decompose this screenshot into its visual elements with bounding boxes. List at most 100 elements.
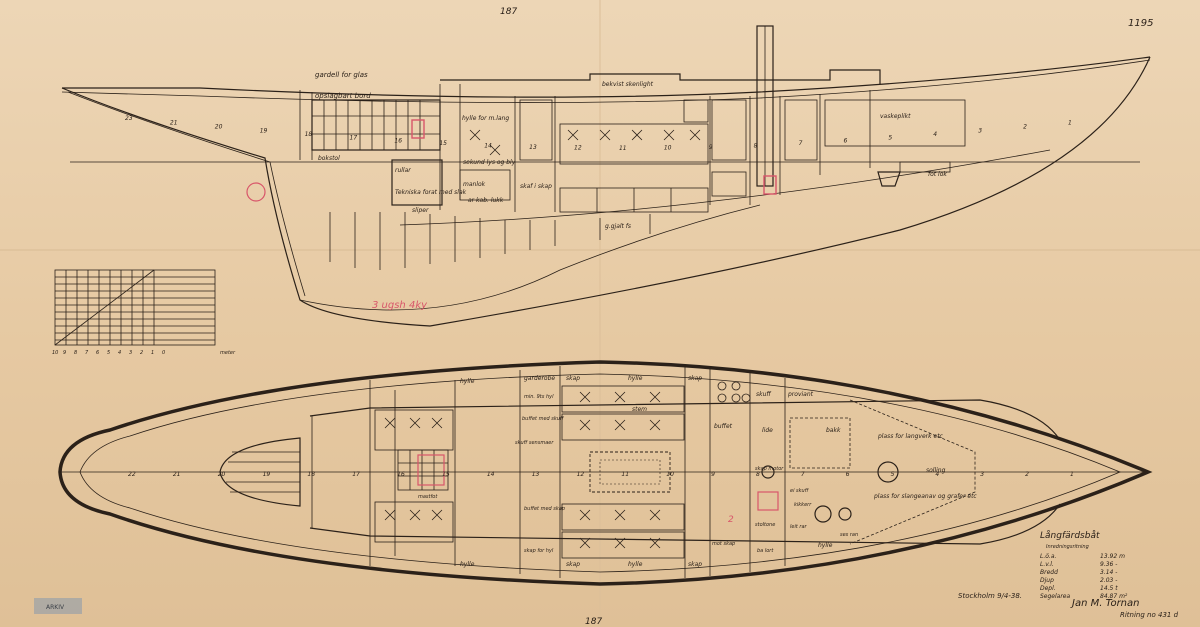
label-stoltone: stoltone: [755, 522, 775, 528]
profile-station-number: 1: [1068, 119, 1072, 126]
stbd-settee-a: [561, 503, 685, 531]
red-note: 3 ugsh 4ky: [372, 300, 428, 311]
scale-tick: 2: [140, 350, 143, 356]
scale-tick: 5: [107, 350, 110, 356]
profile-station-number: 4: [933, 131, 937, 138]
locker-a: [519, 99, 553, 161]
profile-station-number: 2: [1023, 123, 1027, 130]
plan-station-number: 11: [621, 471, 629, 478]
winch-wheels: [761, 461, 899, 523]
plan-station-number: 12: [577, 471, 585, 478]
port-settee-a: [561, 385, 685, 413]
scale-tick: 8: [74, 350, 77, 356]
label-hylle5: hylle: [818, 542, 833, 549]
label-skap-motor: skap motor: [755, 466, 784, 472]
label-bakk: bakk: [826, 427, 841, 434]
scale-tick: 7: [85, 350, 89, 356]
engine-block: [459, 169, 511, 201]
profile-station-number: 13: [529, 144, 537, 151]
cabin-side-port: [309, 399, 1061, 441]
label-min-hyl: min. 9ts hyl: [524, 394, 554, 400]
label-skap2: skap: [688, 375, 702, 382]
label-ar-kab: ar kab. lukk: [468, 197, 504, 204]
place-date: Stockholm 9/4-38.: [958, 592, 1022, 600]
top-number: 187: [500, 7, 517, 17]
scale-tick-labels: 10 9 8 7 6 5 4 3 2 1 0: [52, 350, 165, 356]
plan-station-number: 6: [846, 471, 850, 478]
plan-station-number: 9: [711, 471, 715, 478]
spec-value: 3.14 -: [1100, 569, 1117, 576]
scale-horizontals: [55, 276, 215, 341]
plan-station-number: 13: [532, 471, 540, 478]
profile-station-number: 20: [215, 123, 223, 130]
label-skuff: skuff: [756, 391, 771, 398]
plan-station-number: 2: [1025, 471, 1029, 478]
red-mark-galley: [417, 454, 445, 486]
title: Långfärdsbåt: [1040, 530, 1100, 541]
toilet-icon: [877, 171, 901, 187]
profile-station-number: 7: [799, 140, 803, 147]
profile-station-number: 3: [978, 127, 982, 134]
label-buffet: buffet med skuff: [522, 416, 565, 422]
plan-frames: [369, 366, 786, 578]
label-mastfot: mastfot: [418, 494, 438, 500]
spec-label: Segelarea: [1040, 593, 1071, 600]
profile-station-number: 19: [260, 127, 268, 134]
locker-d: [784, 99, 818, 161]
profile-hull: [61, 56, 1151, 327]
forepeak-bunk: [824, 99, 966, 147]
plan-station-number: 21: [173, 471, 181, 478]
plan-station-number: 7: [801, 471, 805, 478]
profile-station-number: 16: [394, 138, 402, 145]
scale-tick: 6: [96, 350, 99, 356]
subtitle: Inredningsritning: [1046, 544, 1089, 550]
label-buffet3: buffet med skap: [524, 506, 565, 512]
spec-label: Djup: [1040, 577, 1054, 584]
floor-timbers: [329, 212, 651, 270]
galley-grid-lines: [398, 450, 448, 490]
saloon-table-inner: [599, 459, 661, 485]
label-leitrar: leit rar: [790, 524, 808, 530]
label-tekniska: Tekniska forat med slak: [395, 189, 467, 196]
archive-stamp: [34, 598, 82, 614]
chart-table-dashed: [789, 417, 851, 469]
port-settee-b: [561, 413, 685, 441]
plan-station-number: 22: [128, 471, 136, 478]
stbd-berth: [374, 501, 454, 543]
corner-mark: 1195: [1128, 18, 1153, 29]
scale-tick: 1: [151, 350, 154, 356]
label-bao-lort: ba lort: [757, 548, 774, 554]
label-skap-hyl: skap for hyl: [524, 548, 554, 554]
profile-station-number: 6: [843, 138, 847, 145]
plan-crosses: [384, 391, 661, 549]
label-vaskeplikt: vaskeplikt: [880, 113, 911, 120]
label-lide: lide: [762, 427, 773, 434]
settee-crosses: [469, 129, 701, 156]
profile-station-number: 5: [888, 135, 892, 142]
plan-station-number: 17: [352, 471, 360, 478]
spec-value: 84.87 m²: [1100, 593, 1128, 600]
plan-station-number: 20: [218, 471, 226, 478]
profile-sheer: [62, 56, 1151, 98]
profile-station-number: 23: [125, 115, 133, 122]
plan-station-number: 10: [666, 471, 674, 478]
plan-view: 2 hylle garderobe skap hylle skap skuff …: [58, 360, 1153, 586]
spec-label: Bredd: [1040, 569, 1058, 576]
label-stem: stem: [632, 406, 647, 413]
forepeak-floor: [899, 161, 951, 173]
label-buffet2: buffet: [714, 423, 733, 430]
label-fotlok: fot lok: [928, 171, 947, 178]
scale-unit: meter: [220, 350, 236, 356]
locker-b: [683, 99, 709, 123]
profile-station-number: 15: [439, 140, 447, 147]
cabin-trunk: [440, 69, 881, 84]
plan-station-number: 8: [756, 471, 760, 478]
profile-station-number: 21: [170, 119, 178, 126]
stove-circles: [717, 381, 751, 403]
profile-station-number: 14: [484, 142, 492, 149]
label-hylle: hylle for m.lang: [462, 115, 509, 122]
profile-station-number: 9: [709, 144, 713, 151]
red-mark-plan-b: 2: [728, 515, 734, 525]
plan-station-number: 15: [442, 471, 450, 478]
